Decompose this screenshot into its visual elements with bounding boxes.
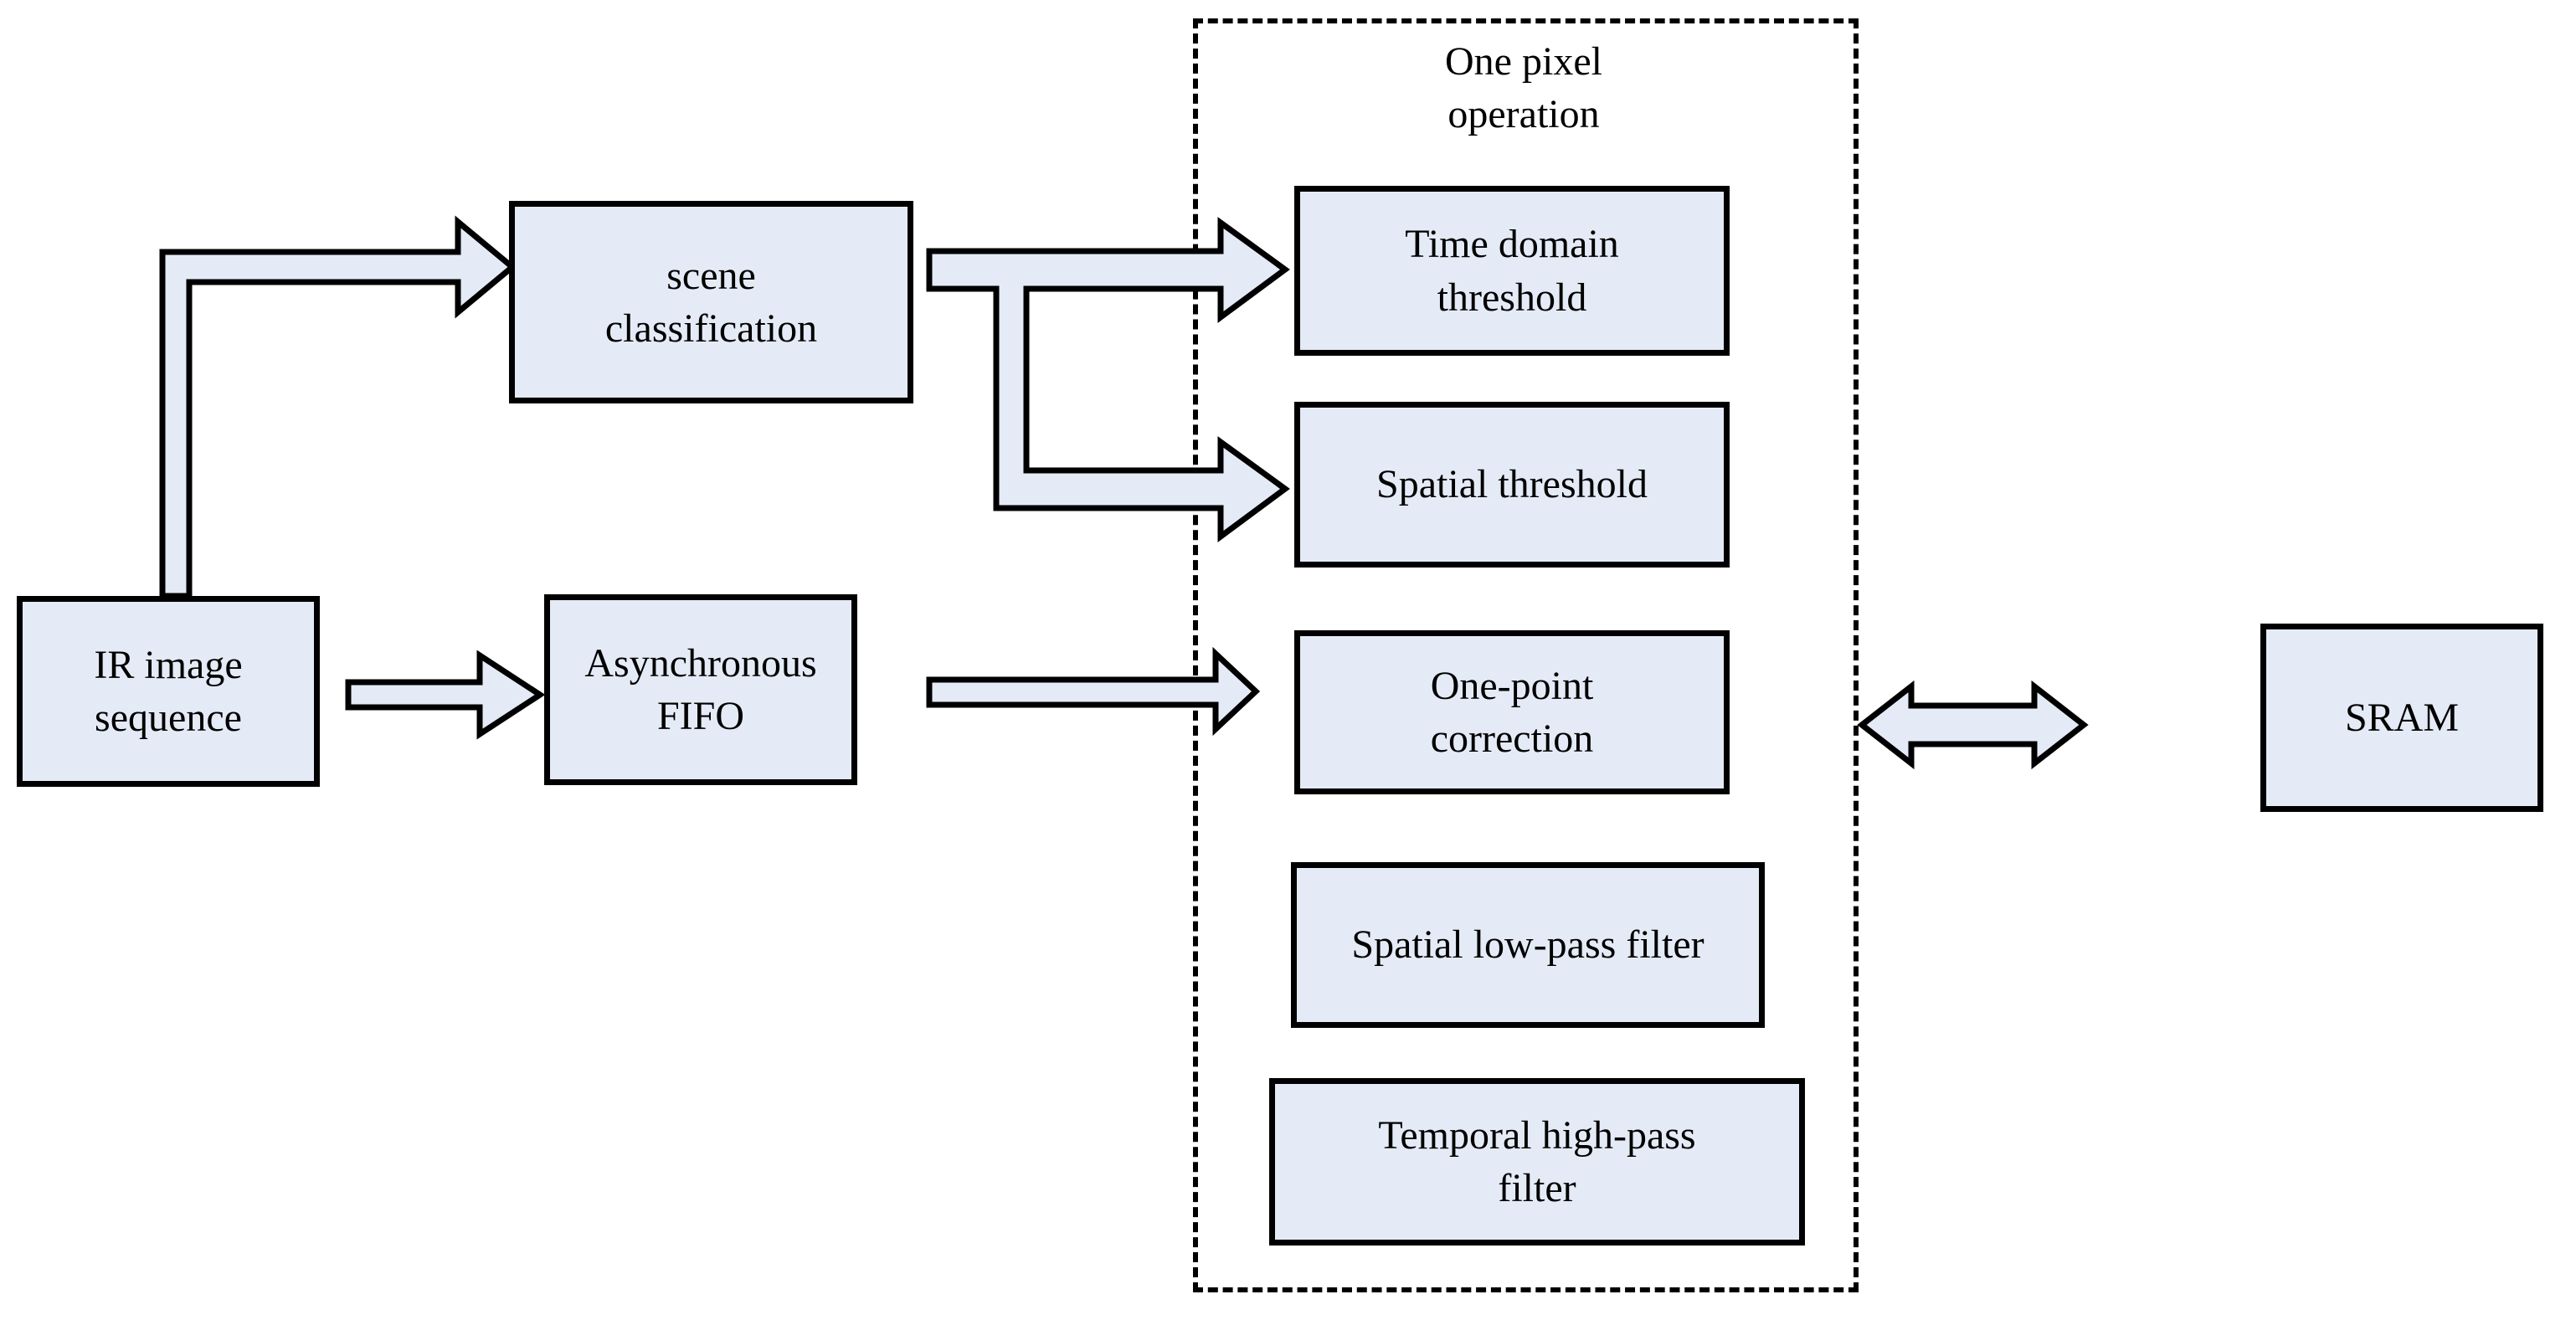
- box-spatial-low-pass-filter[interactable]: Spatial low-pass filter: [1291, 862, 1765, 1028]
- box-scene-classification[interactable]: scene classification: [509, 201, 913, 403]
- box-sram[interactable]: SRAM: [2260, 624, 2543, 812]
- box-temporal-high-pass-filter[interactable]: Temporal high-pass filter: [1269, 1078, 1805, 1246]
- box-one-point-correction[interactable]: One-point correction: [1294, 630, 1730, 794]
- box-time-domain-threshold[interactable]: Time domain threshold: [1294, 186, 1730, 356]
- arrow-one-pixel-operation-to-sram: [1857, 680, 2089, 770]
- box-ir-image-sequence[interactable]: IR image sequence: [17, 596, 320, 787]
- arrow-ir-image-to-scene-classification: [159, 215, 517, 599]
- box-spatial-threshold[interactable]: Spatial threshold: [1294, 402, 1730, 568]
- arrow-ir-image-to-fifo: [345, 650, 546, 740]
- box-asynchronous-fifo[interactable]: Asynchronous FIFO: [544, 594, 857, 785]
- one-pixel-operation-label: One pixel operation: [1445, 39, 1602, 137]
